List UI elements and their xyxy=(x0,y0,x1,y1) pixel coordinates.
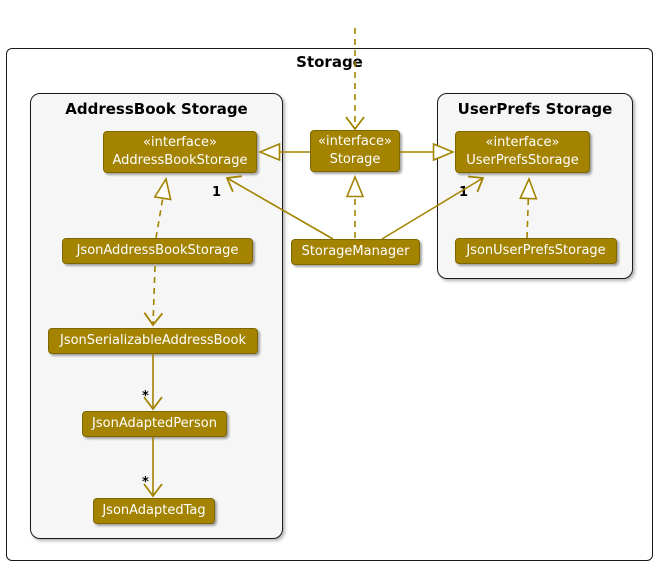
class-jsonaddressbookstorage: JsonAddressBookStorage xyxy=(62,238,253,264)
class-addressbookstorage-interface: «interface» AddressBookStorage xyxy=(103,131,257,173)
class-name: JsonAddressBookStorage xyxy=(76,243,239,259)
class-jsonuserprefsstorage: JsonUserPrefsStorage xyxy=(455,238,617,264)
frame-title: Storage xyxy=(296,53,363,71)
stereotype-label: «interface» xyxy=(143,135,217,151)
class-jsonadaptedperson: JsonAdaptedPerson xyxy=(82,411,227,437)
class-storage-interface: «interface» Storage xyxy=(310,130,400,172)
multiplicity-label-addressbookstorage: 1 xyxy=(212,185,222,200)
class-name: Storage xyxy=(329,152,381,167)
class-name: JsonAdaptedTag xyxy=(102,503,206,519)
class-name: JsonUserPrefsStorage xyxy=(466,243,606,259)
multiplicity-label-adaptedtag: * xyxy=(142,475,149,490)
class-name: AddressBookStorage xyxy=(112,153,248,168)
package-title: AddressBook Storage xyxy=(65,100,248,118)
class-storagemanager: StorageManager xyxy=(291,239,420,265)
multiplicity-label-userprefsstorage: 1 xyxy=(459,185,469,200)
class-jsonserializableaddressbook: JsonSerializableAddressBook xyxy=(48,328,258,354)
class-userprefsstorage-interface: «interface» UserPrefsStorage xyxy=(455,131,590,173)
stereotype-label: «interface» xyxy=(485,135,560,151)
class-jsonadaptedtag: JsonAdaptedTag xyxy=(93,498,215,524)
multiplicity-label-adaptedperson: * xyxy=(142,389,149,404)
package-title: UserPrefs Storage xyxy=(457,100,613,118)
class-name: StorageManager xyxy=(301,244,410,260)
stereotype-label: «interface» xyxy=(318,134,392,150)
class-name: UserPrefsStorage xyxy=(466,153,579,168)
class-name: JsonAdaptedPerson xyxy=(92,416,217,432)
class-name: JsonSerializableAddressBook xyxy=(60,333,246,349)
